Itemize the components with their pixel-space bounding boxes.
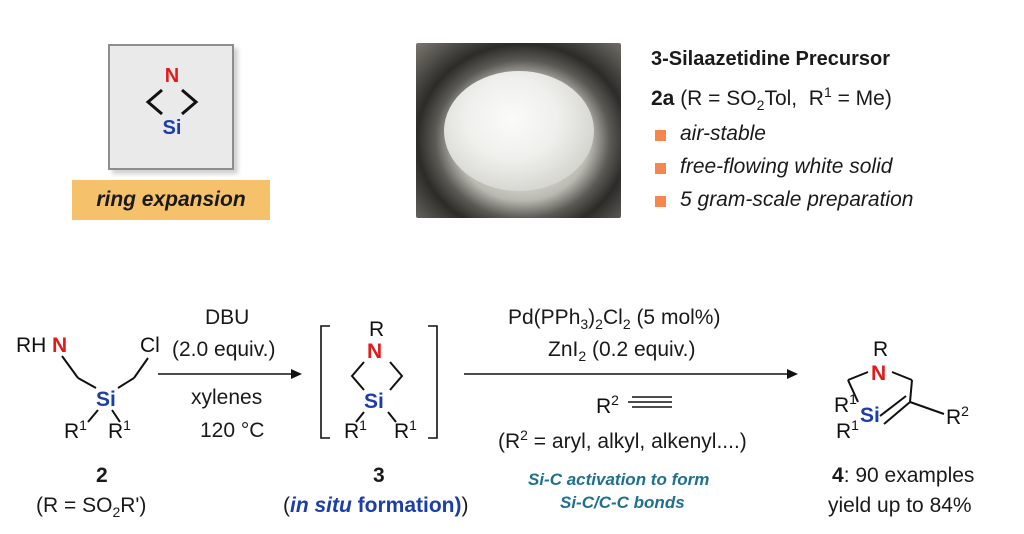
- bond-ch2-c: [909, 379, 913, 403]
- precursor-title: 3-Silaazetidine Precursor: [651, 48, 890, 70]
- step2-scope: (R2 = aryl, alkyl, alkenyl....): [498, 427, 747, 453]
- compound-4-structure: R N Si R2 R1 R1: [834, 338, 969, 443]
- bullet-marker-3: [655, 196, 666, 207]
- step2-additive: ZnI2 (0.2 equiv.): [548, 338, 696, 365]
- bond-si-r1-left: [87, 409, 99, 423]
- feature-air-stable: air-stable: [680, 122, 766, 145]
- step2-catalyst: Pd(PPh3)2Cl2 (5 mol%): [508, 306, 721, 333]
- ring-bond-right: [181, 88, 199, 116]
- atom-si-2: Si: [96, 388, 116, 411]
- atom-rh: RH: [16, 334, 46, 357]
- compound-3-structure: R N Si R1 R1: [344, 318, 417, 443]
- bond-c-r2: [909, 401, 945, 415]
- ring3-bond-left: [350, 361, 365, 391]
- bond-si-ch2: [117, 377, 135, 389]
- atom-si-4: Si: [860, 404, 880, 427]
- bracket-right: [428, 325, 438, 439]
- atom-n-4: N: [871, 362, 886, 385]
- bond-si3-r1-right: [387, 411, 397, 423]
- feature-gram-scale: 5 gram-scale preparation: [680, 188, 914, 211]
- bond-ch2-cl: [133, 357, 149, 379]
- precursor-formula: 2a (R = SO2Tol, R1 = Me): [651, 84, 892, 114]
- double-bond: [879, 395, 907, 417]
- ring-atom-si: Si: [163, 117, 182, 139]
- step1-solvent: xylenes: [191, 386, 263, 409]
- atom-r2-alkyne: R2: [596, 392, 619, 418]
- atom-r1-4-top: R1: [834, 391, 857, 417]
- bond-si-r1-right: [111, 409, 121, 423]
- atom-r1-left: R1: [64, 417, 87, 443]
- atom-si-3: Si: [364, 390, 384, 413]
- compound-3-desc: (in situ formation)): [283, 494, 469, 517]
- step1-reagent: DBU: [205, 306, 250, 329]
- bond-n-ch2: [61, 355, 79, 379]
- ring-atom-n: N: [165, 65, 179, 87]
- white-solid-photo: [416, 43, 621, 218]
- atom-r1-3-right: R1: [394, 417, 417, 443]
- silaazetidine-ring-diagram: N Si: [145, 65, 199, 139]
- atom-r-3: R: [369, 318, 384, 341]
- feature-free-flowing: free-flowing white solid: [680, 155, 893, 178]
- compound-2-structure: RH N Si Cl R1 R1: [16, 334, 160, 443]
- arrow-head-2: [787, 369, 798, 379]
- step2-note-line2: Si-C/C-C bonds: [560, 493, 685, 512]
- ring-expansion-tag: ring expansion: [72, 180, 270, 220]
- step1-equiv: (2.0 equiv.): [172, 338, 276, 361]
- ring-card: N Si: [108, 44, 234, 170]
- bond-si-ch: [883, 401, 911, 425]
- ring-bond-left: [145, 88, 163, 116]
- bullet-marker-1: [655, 130, 666, 141]
- compound-2-number: 2: [96, 464, 108, 487]
- step1-temp: 120 °C: [200, 419, 265, 442]
- arrow-head-1: [291, 369, 302, 379]
- powder-pile: [444, 71, 594, 191]
- alkyne-structure: R2: [596, 392, 672, 418]
- atom-r-4: R: [873, 338, 888, 361]
- compound-2a-label: 2a: [651, 87, 675, 110]
- atom-n-3: N: [367, 340, 382, 363]
- bullet-marker-2: [655, 163, 666, 174]
- step2-note-line1: Si-C activation to form: [528, 470, 710, 489]
- atom-r1-3-left: R1: [344, 417, 367, 443]
- atom-r2-4: R2: [946, 403, 969, 429]
- bracket-left: [320, 325, 330, 439]
- atom-cl: Cl: [140, 334, 160, 357]
- compound-4-yield: yield up to 84%: [828, 494, 972, 517]
- bond-ch2-si: [77, 377, 97, 389]
- bond-n-ch2-left: [847, 371, 869, 381]
- compound-3-number: 3: [373, 464, 385, 487]
- bond-n-ch2-right: [891, 371, 913, 381]
- atom-n-2: N: [52, 334, 67, 357]
- bond-si3-r1-left: [355, 411, 365, 423]
- atom-r1-right: R1: [108, 417, 131, 443]
- ring3-bond-right: [389, 361, 404, 391]
- atom-r1-4-bottom: R1: [836, 417, 859, 443]
- compound-4-examples: 4: 90 examples: [832, 464, 975, 487]
- bond-ch2-si4: [847, 379, 859, 403]
- compound-2-desc: (R = SO2R'): [36, 494, 147, 521]
